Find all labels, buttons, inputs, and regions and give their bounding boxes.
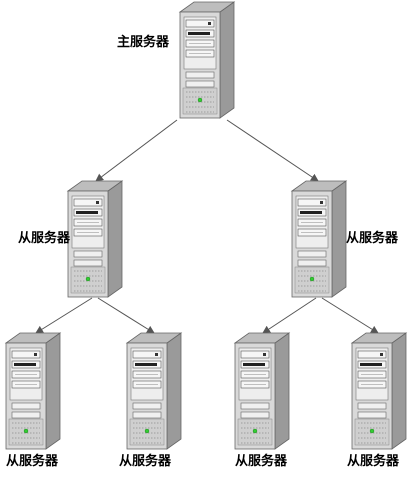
node-label-root: 主服务器	[117, 35, 170, 50]
node-label-mid-right: 从服务器	[346, 231, 399, 246]
power-led-icon	[85, 276, 91, 282]
edge-mid-right-to-leaf-3	[262, 297, 317, 334]
server-tower-icon	[350, 332, 408, 450]
server-tower-icon	[178, 1, 236, 119]
power-led-icon	[23, 428, 29, 434]
node-label-leaf-3: 从服务器	[235, 454, 288, 469]
server-tower-icon	[290, 180, 348, 298]
edge-mid-left-to-leaf-2	[97, 297, 155, 334]
power-led-icon	[369, 428, 375, 434]
node-label-leaf-1: 从服务器	[6, 454, 59, 469]
edge-mid-right-to-leaf-4	[321, 297, 379, 334]
edge-root-to-mid-right	[226, 119, 319, 182]
power-led-icon	[252, 428, 258, 434]
power-led-icon	[309, 276, 315, 282]
edge-root-to-mid-left	[95, 119, 178, 182]
power-led-icon	[197, 97, 203, 103]
node-label-leaf-4: 从服务器	[347, 454, 400, 469]
node-label-leaf-2: 从服务器	[119, 454, 172, 469]
server-tower-icon	[125, 332, 183, 450]
server-tower-icon	[66, 180, 124, 298]
power-led-icon	[144, 428, 150, 434]
edge-mid-left-to-leaf-1	[35, 297, 93, 334]
server-tower-icon	[233, 332, 291, 450]
node-label-mid-left: 从服务器	[18, 231, 71, 246]
server-tower-icon	[4, 332, 62, 450]
